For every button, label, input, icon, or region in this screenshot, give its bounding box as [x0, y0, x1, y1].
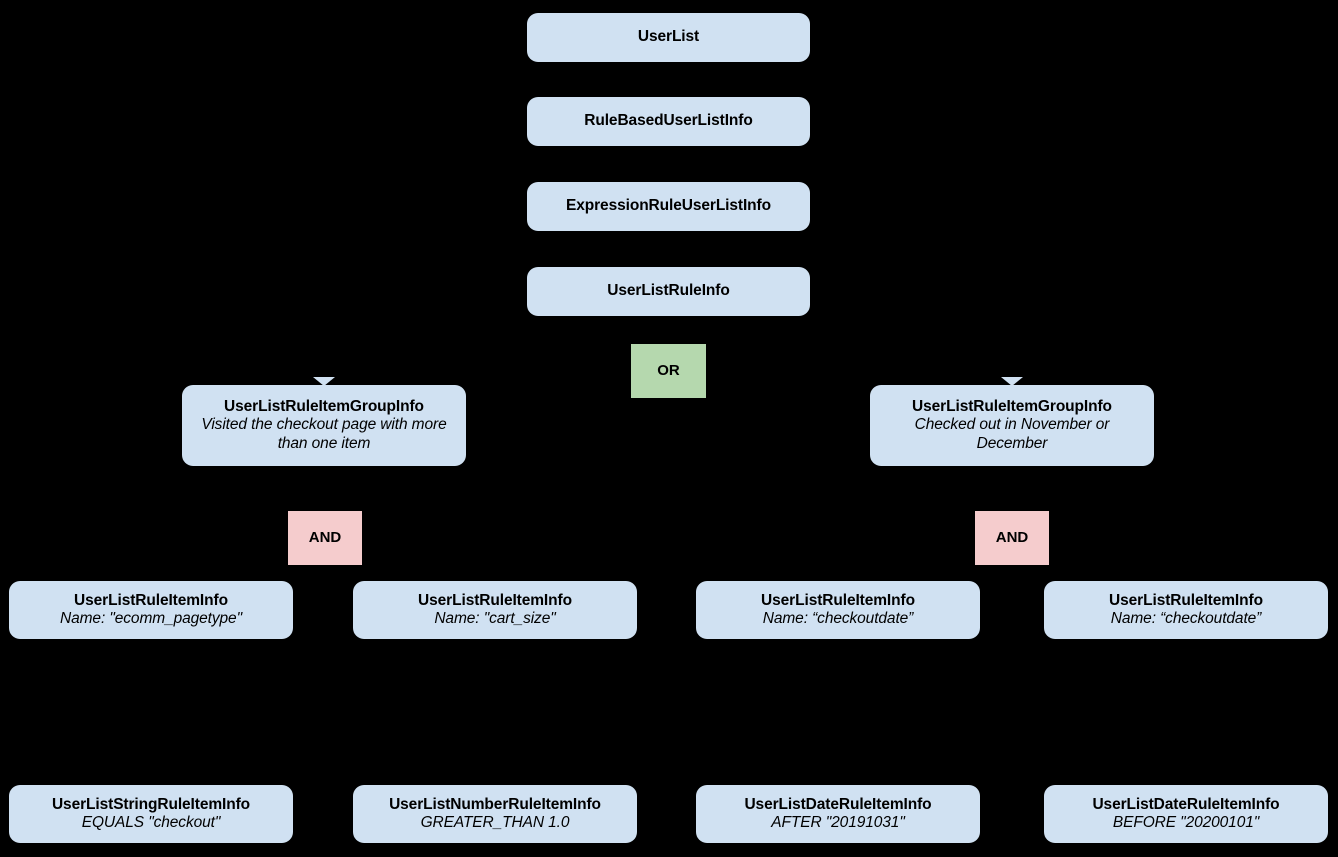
node-title: UserListRuleItemInfo — [418, 591, 572, 609]
operator-or[interactable]: OR — [631, 344, 706, 398]
node-title: UserListDateRuleItemInfo — [1092, 795, 1280, 813]
node-title: UserListRuleItemGroupInfo — [912, 398, 1112, 416]
node-rulebaseduserlistinfo[interactable]: RuleBasedUserListInfo — [527, 97, 810, 146]
node-title: UserListRuleItemInfo — [761, 591, 915, 609]
node-title: UserListRuleItemInfo — [1109, 591, 1263, 609]
node-rule-item-2[interactable]: UserListRuleItemInfo Name: “checkoutdate… — [696, 581, 980, 639]
node-rule-item-1[interactable]: UserListRuleItemInfo Name: "cart_size" — [353, 581, 637, 639]
node-description: Visited the checkout page with more than… — [201, 416, 447, 452]
node-userlist[interactable]: UserList — [527, 13, 810, 62]
node-title: UserListDateRuleItemInfo — [744, 795, 932, 813]
node-description: Name: "cart_size" — [434, 610, 556, 627]
node-description: GREATER_THAN 1.0 — [420, 814, 570, 831]
arrowhead-notch-left-group — [313, 377, 335, 386]
operator-label: AND — [308, 529, 342, 547]
operator-and-right[interactable]: AND — [975, 511, 1049, 565]
node-expressionruleuserlistinfo[interactable]: ExpressionRuleUserListInfo — [527, 182, 810, 231]
node-group-info-left[interactable]: UserListRuleItemGroupInfo Visited the ch… — [182, 385, 466, 466]
node-title: UserListRuleInfo — [607, 282, 730, 300]
node-title: UserListStringRuleItemInfo — [51, 795, 251, 813]
node-leaf-item-3[interactable]: UserListDateRuleItemInfo BEFORE "2020010… — [1044, 785, 1328, 843]
node-title: ExpressionRuleUserListInfo — [566, 197, 771, 215]
node-userlistruleinfo[interactable]: UserListRuleInfo — [527, 267, 810, 316]
node-description: EQUALS "checkout" — [81, 814, 221, 831]
node-rule-item-0[interactable]: UserListRuleItemInfo Name: "ecomm_pagety… — [9, 581, 293, 639]
node-group-info-right[interactable]: UserListRuleItemGroupInfo Checked out in… — [870, 385, 1154, 466]
node-description: Name: “checkoutdate” — [1110, 610, 1262, 627]
node-title: UserListRuleItemInfo — [74, 591, 228, 609]
node-description: Name: "ecomm_pagetype" — [60, 610, 242, 627]
node-rule-item-3[interactable]: UserListRuleItemInfo Name: “checkoutdate… — [1044, 581, 1328, 639]
node-title: UserListRuleItemGroupInfo — [224, 398, 424, 416]
node-leaf-item-2[interactable]: UserListDateRuleItemInfo AFTER "20191031… — [696, 785, 980, 843]
node-description: Checked out in November or December — [914, 416, 1110, 452]
operator-label: OR — [657, 362, 680, 380]
node-description: BEFORE "20200101" — [1112, 814, 1260, 831]
operator-label: AND — [995, 529, 1029, 547]
node-title: RuleBasedUserListInfo — [584, 112, 753, 130]
node-title: UserList — [637, 28, 700, 46]
node-leaf-item-1[interactable]: UserListNumberRuleItemInfo GREATER_THAN … — [353, 785, 637, 843]
node-description: AFTER "20191031" — [771, 814, 905, 831]
node-leaf-item-0[interactable]: UserListStringRuleItemInfo EQUALS "check… — [9, 785, 293, 843]
operator-and-left[interactable]: AND — [288, 511, 362, 565]
node-title: UserListNumberRuleItemInfo — [389, 795, 601, 813]
arrowhead-notch-right-group — [1001, 377, 1023, 386]
node-description: Name: “checkoutdate” — [762, 610, 914, 627]
